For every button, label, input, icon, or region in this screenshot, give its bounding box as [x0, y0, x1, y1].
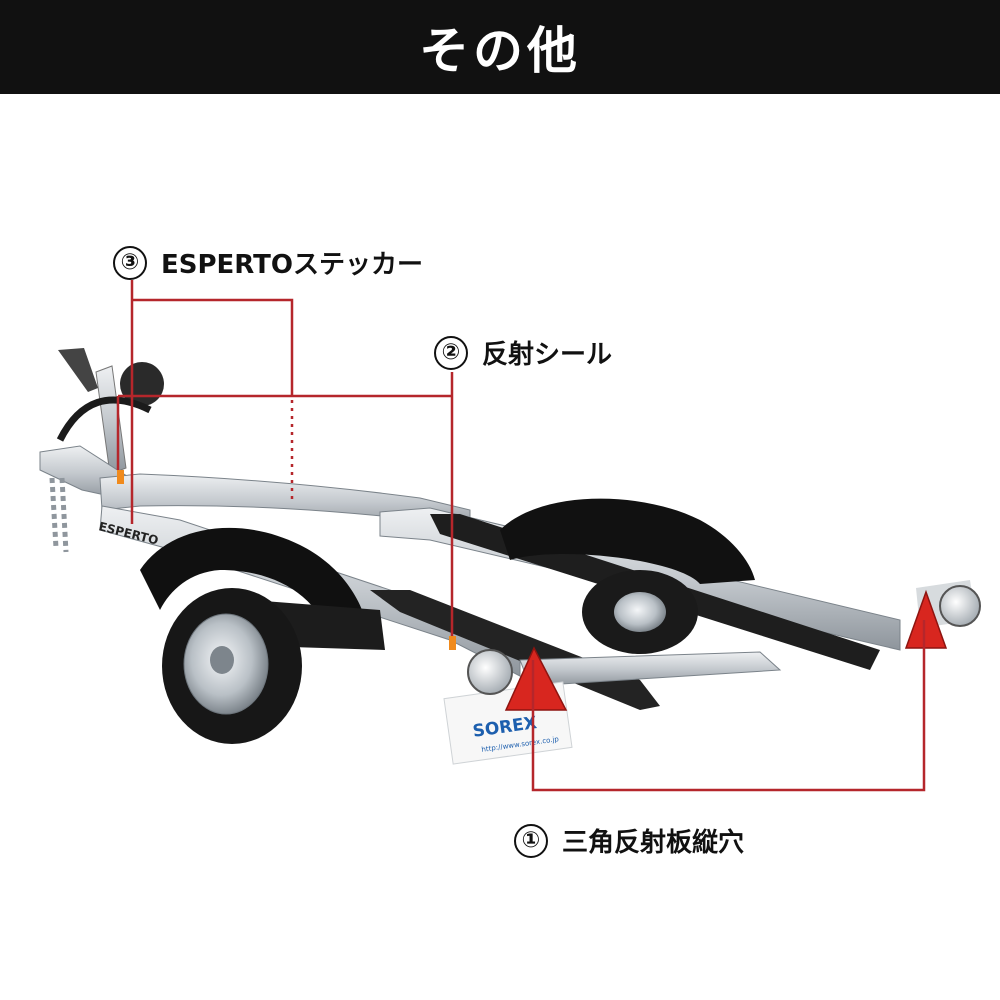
callout-number: ①	[514, 823, 548, 858]
callout-label: 反射シール	[482, 340, 613, 370]
callout-number: ③	[113, 245, 147, 280]
page-title: その他	[419, 22, 581, 80]
reflector-seal-side	[449, 636, 456, 650]
callout-label: ESPERTOステッカー	[161, 250, 423, 280]
header-bar: その他	[0, 0, 1000, 94]
callout-esperto-sticker: ③ ESPERTOステッカー	[113, 244, 423, 281]
far-fender	[500, 498, 755, 584]
rear-left-light-assembly: SOREX http://www.sorex.co.jp	[443, 646, 573, 765]
callout-triangle-reflector-hole: ① 三角反射板縦穴	[514, 822, 744, 859]
callout-number: ②	[434, 335, 468, 370]
reflector-seal-front	[117, 470, 124, 484]
callout-reflector-seal: ② 反射シール	[434, 334, 612, 371]
rear-right-light-assembly	[904, 580, 981, 649]
callout-label: 三角反射板縦穴	[562, 828, 745, 858]
near-wheel	[162, 588, 302, 744]
leader-lines	[116, 280, 926, 792]
near-fender	[140, 527, 370, 640]
